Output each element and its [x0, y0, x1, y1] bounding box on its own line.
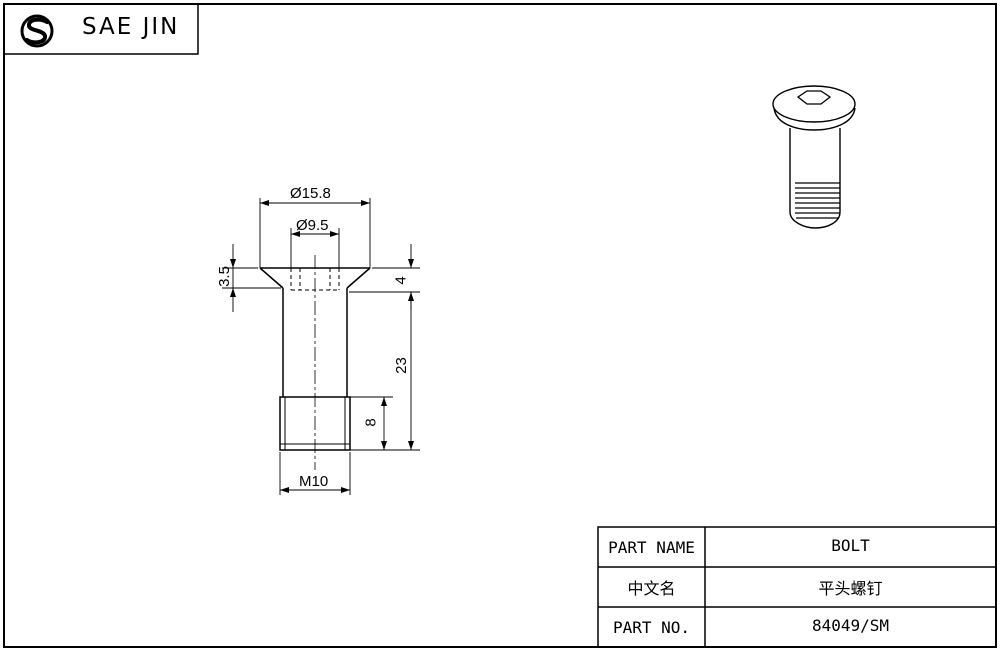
title-label-part-no: PART NO.: [612, 617, 691, 637]
dimension-arrows: [230, 200, 414, 493]
bolt-3d-view: [772, 85, 856, 229]
title-value-part-no: 84049/SM: [811, 615, 890, 635]
dim-thread-size: M10: [299, 473, 329, 490]
dim-head-diameter: Ø15.8: [290, 185, 331, 202]
dim-thread-length: 8: [362, 418, 380, 427]
bolt-drawing: [259, 255, 371, 470]
dim-head-total: 4: [392, 276, 410, 285]
logo-box: [4, 4, 199, 55]
dim-socket-diameter: Ø9.5: [296, 217, 329, 234]
title-label-chinese-name: 中文名: [627, 579, 676, 598]
title-block-grid: [597, 526, 997, 648]
title-label-part-name: PART NAME: [608, 537, 695, 557]
title-value-chinese-name: 平头螺钉: [818, 579, 883, 598]
brand-logo-icon: [20, 14, 54, 48]
dim-head-height: 3.5: [215, 266, 233, 287]
sheet-border: [3, 3, 997, 648]
title-value-part-name: BOLT: [831, 535, 870, 555]
brand-name: SAE JIN: [82, 14, 180, 40]
dim-shank-length: 23: [392, 357, 410, 374]
